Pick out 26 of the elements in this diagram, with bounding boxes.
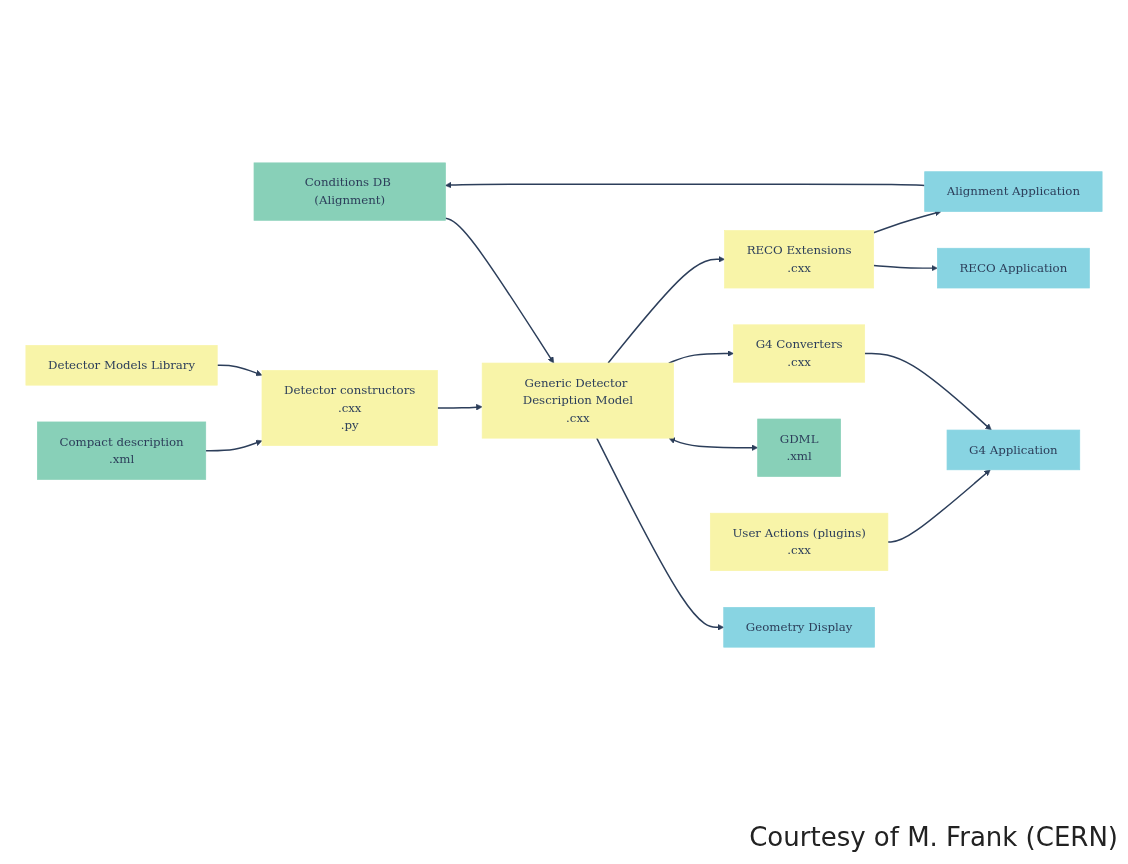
arrow [596,437,725,631]
arrow [436,403,483,411]
node-box: Conditions DB (Alignment) [253,162,446,221]
arrow [872,264,938,272]
node-box: User Actions (plugins) .cxx [709,512,889,571]
node-box: GDML .xml [757,418,841,477]
arrow [863,352,992,431]
node-box: Detector constructors .cxx .py [261,370,438,446]
node-box: Geometry Display [723,607,875,648]
node-box: RECO Extensions .cxx [724,230,874,289]
arrow [607,256,725,364]
arrow [444,217,554,364]
node-box: G4 Application [946,429,1081,471]
node-box: Generic Detector Description Model .cxx [481,362,674,439]
node-box: Alignment Application [924,171,1103,212]
arrow [668,350,734,364]
arrow [445,181,926,189]
node-box: RECO Application [937,247,1090,289]
arrow [216,364,263,377]
arrow [668,437,758,451]
caption: Courtesy of M. Frank (CERN) [749,822,1118,852]
node-box: Compact description .xml [37,421,207,480]
node-box: G4 Converters .cxx [733,324,866,383]
arrow [887,469,991,543]
arrow [205,439,263,452]
node-box: Detector Models Library [25,345,218,386]
